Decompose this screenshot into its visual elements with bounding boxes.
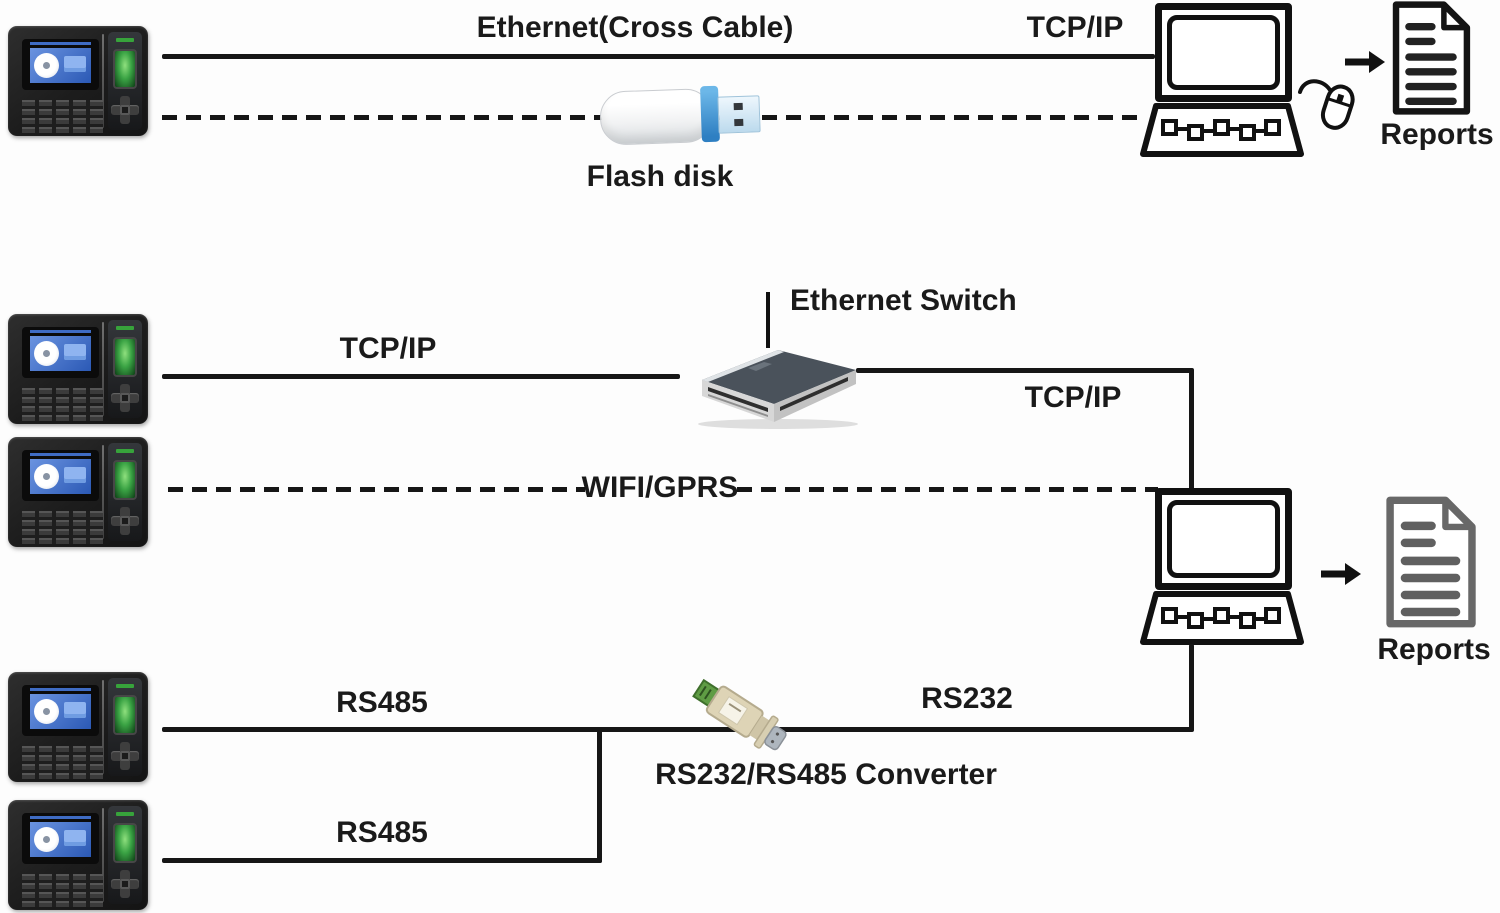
computer-keyboard-1 xyxy=(1140,103,1304,157)
terminal-screen xyxy=(30,48,91,83)
fingerprint-terminal-3 xyxy=(8,437,148,547)
computer-to-rs232-line xyxy=(1189,644,1194,731)
dpad-icon xyxy=(111,507,139,535)
fingerprint-sensor-icon xyxy=(113,49,137,89)
tcpip-top-label: TCP/IP xyxy=(1026,11,1124,44)
fingerprint-sensor-icon xyxy=(113,695,137,735)
ethernet-switch-label: Ethernet Switch xyxy=(790,284,1017,317)
ethernet-switch-icon xyxy=(698,350,858,429)
rs485-top-label: RS485 xyxy=(336,686,428,719)
screen-clock-icon xyxy=(34,53,59,78)
fingerprint-sensor-icon xyxy=(113,460,137,500)
dpad-icon xyxy=(111,384,139,412)
terminal-side-panel xyxy=(108,32,142,130)
usb-flash-drive-icon xyxy=(599,83,763,147)
rs485-line-2 xyxy=(162,858,602,863)
ethernet-cable-line xyxy=(162,54,1155,59)
mouse-icon xyxy=(1298,79,1355,130)
rs485-junction-line xyxy=(597,727,602,863)
terminal-keypad xyxy=(22,100,103,133)
tcpip-line-right xyxy=(856,368,1192,373)
fingerprint-sensor-icon xyxy=(113,823,137,863)
monitor-screen xyxy=(1167,15,1280,90)
tcpip-middle-right-label: TCP/IP xyxy=(1024,381,1122,414)
ethernet-cross-cable-label: Ethernet(Cross Cable) xyxy=(476,11,794,44)
reports-middle-label: Reports xyxy=(1377,633,1491,666)
computer-monitor-2 xyxy=(1155,488,1292,590)
converter-label: RS232/RS485 Converter xyxy=(655,758,997,791)
flash-disk-label: Flash disk xyxy=(586,160,734,193)
dpad-icon xyxy=(111,96,139,124)
fingerprint-sensor-icon xyxy=(113,337,137,377)
dpad-icon xyxy=(111,742,139,770)
wifi-gprs-label: WIFI/GPRS xyxy=(581,471,739,504)
fingerprint-terminal-4 xyxy=(8,672,148,782)
arrow-right-icon xyxy=(1345,51,1385,73)
switch-antenna xyxy=(766,292,770,348)
fingerprint-terminal-1 xyxy=(8,26,148,136)
screen-clock-icon xyxy=(34,699,59,724)
rs485-line-1 xyxy=(162,727,1194,732)
flash-collar xyxy=(700,85,720,143)
terminal-keypad xyxy=(22,746,103,779)
fingerprint-terminal-5 xyxy=(8,800,148,910)
computer-keyboard-2 xyxy=(1140,591,1304,645)
flash-body xyxy=(599,87,713,146)
arrow-right-icon xyxy=(1321,563,1361,585)
rs232-rs485-converter-icon xyxy=(692,678,787,751)
terminal-screen xyxy=(30,336,91,371)
screen-info-box xyxy=(64,56,86,72)
terminal-menubar xyxy=(30,42,91,45)
usb-connector-icon xyxy=(717,95,761,134)
terminal-keypad xyxy=(22,874,103,907)
terminal-keypad xyxy=(22,388,103,421)
dpad-icon xyxy=(111,870,139,898)
screen-clock-icon xyxy=(34,827,59,852)
screen-clock-icon xyxy=(34,464,59,489)
monitor-screen xyxy=(1167,500,1280,578)
switch-to-computer-line xyxy=(1189,368,1194,491)
fingerprint-terminal-2 xyxy=(8,314,148,424)
report-document-icon-2 xyxy=(1386,496,1476,628)
tcpip-middle-left-label: TCP/IP xyxy=(339,332,437,365)
terminal-screen xyxy=(30,459,91,494)
report-document-icon-1 xyxy=(1392,1,1471,115)
brand-logo-icon xyxy=(116,38,134,42)
tcpip-line-left xyxy=(162,374,680,379)
rs485-bottom-label: RS485 xyxy=(336,816,428,849)
rs232-label: RS232 xyxy=(921,682,1013,715)
terminal-divider xyxy=(102,34,104,128)
terminal-screen xyxy=(30,822,91,857)
terminal-keypad xyxy=(22,511,103,544)
wifi-dashed-line-right xyxy=(737,487,1158,492)
computer-monitor-1 xyxy=(1155,3,1292,102)
screen-clock-icon xyxy=(34,341,59,366)
terminal-screen xyxy=(30,694,91,729)
reports-top-label: Reports xyxy=(1380,118,1494,151)
wifi-dashed-line-left xyxy=(168,487,585,492)
